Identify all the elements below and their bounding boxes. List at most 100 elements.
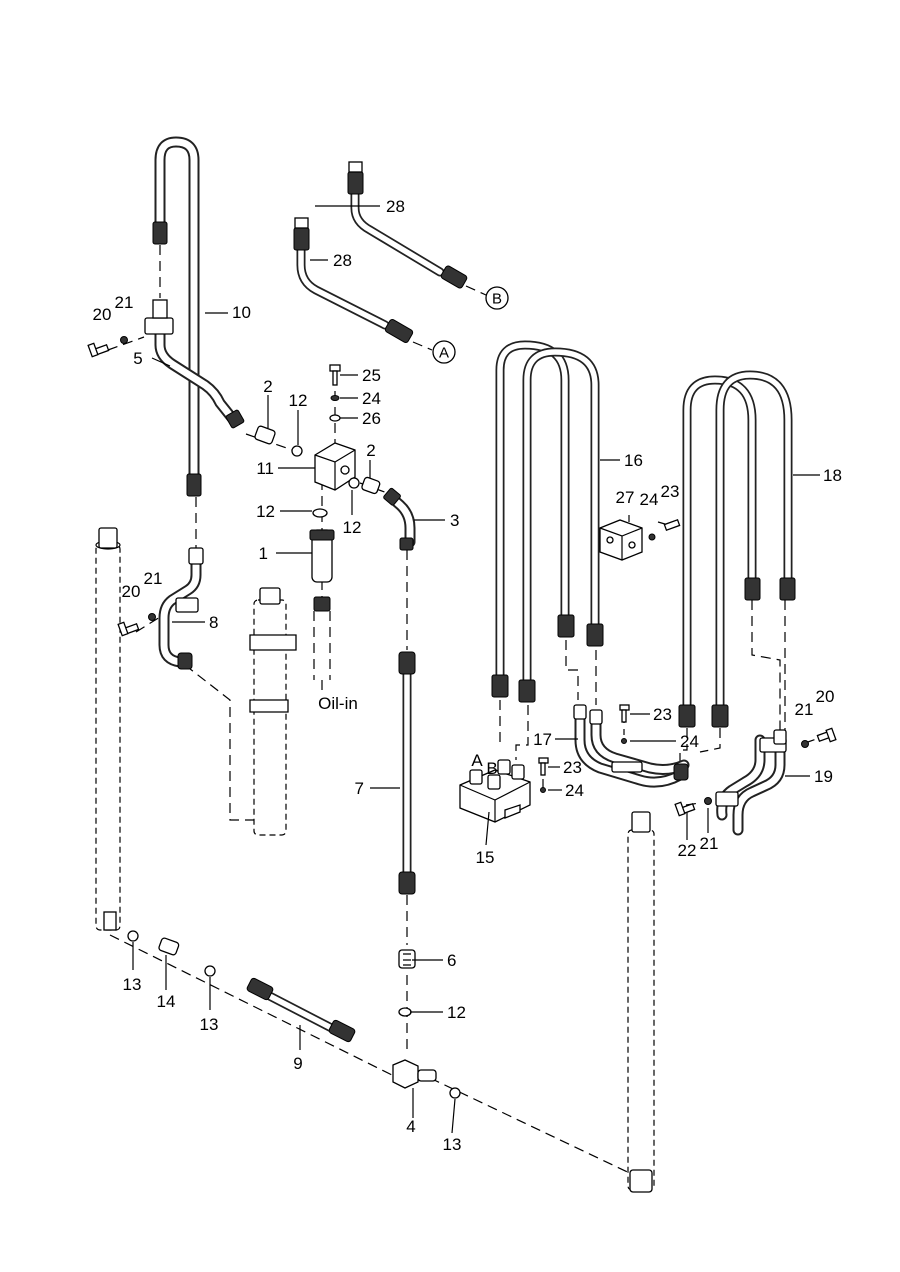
svg-text:B: B [492, 291, 502, 308]
label-24a: 24 [362, 389, 381, 408]
label-4: 4 [406, 1117, 415, 1136]
label-8: 8 [209, 613, 218, 632]
washer-24-clamp [648, 533, 656, 541]
bolt-23-clamp [663, 518, 681, 532]
bolt-20-right [816, 727, 837, 743]
label-17: 17 [533, 730, 552, 749]
label-21b: 21 [144, 569, 163, 588]
label-2b: 2 [366, 441, 375, 460]
label-20c: 20 [816, 687, 835, 706]
seal-13-left [127, 930, 139, 942]
fitting-6 [398, 949, 416, 969]
svg-text:A: A [439, 345, 449, 362]
port-label-a: A [471, 751, 483, 770]
part-labels: 1 2 2 3 4 5 6 7 8 9 10 11 12 12 12 12 13… [93, 197, 842, 1154]
label-13b: 13 [200, 1015, 219, 1034]
label-14: 14 [157, 992, 176, 1011]
right-cylinder [627, 811, 655, 1193]
seal-12-a [291, 445, 303, 457]
fitting-14 [158, 937, 180, 956]
fitting-2-left [254, 425, 276, 445]
left-cylinder [95, 527, 121, 931]
label-24b: 24 [640, 490, 659, 509]
label-24d: 24 [565, 781, 584, 800]
washer-21-mid [148, 613, 156, 621]
bolt-20-upper [87, 342, 110, 358]
seal-12-b [348, 477, 360, 489]
hose-28-lower [293, 217, 414, 343]
label-12c: 12 [343, 518, 362, 537]
block-11 [314, 442, 356, 491]
label-15: 15 [476, 848, 495, 867]
washer-21-right [801, 740, 809, 748]
pipe-assembly-19 [715, 729, 787, 836]
label-26: 26 [362, 409, 381, 428]
label-12a: 12 [289, 391, 308, 410]
label-23c: 23 [563, 758, 582, 777]
fitting-2-right [361, 476, 381, 495]
label-6: 6 [447, 951, 456, 970]
label-1: 1 [259, 544, 268, 563]
hose-28-upper [347, 161, 468, 289]
hose-7 [398, 651, 416, 895]
washer-24-pipe [621, 738, 627, 744]
label-7: 7 [355, 779, 364, 798]
label-5: 5 [133, 349, 142, 368]
label-23b: 23 [653, 705, 672, 724]
label-16: 16 [624, 451, 643, 470]
port-label-b: B [486, 759, 497, 778]
label-24c: 24 [680, 732, 699, 751]
label-3: 3 [450, 511, 459, 530]
washer-24-top [330, 395, 340, 401]
label-21a: 21 [115, 293, 134, 312]
bolt-23-pipe [619, 704, 630, 723]
label-13c: 13 [443, 1135, 462, 1154]
oil-in-label: Oil-in [318, 694, 358, 713]
label-10: 10 [232, 303, 251, 322]
label-27: 27 [616, 488, 635, 507]
label-18: 18 [823, 466, 842, 485]
label-20b: 20 [122, 582, 141, 601]
label-21d: 21 [700, 834, 719, 853]
center-cylinder [249, 587, 297, 836]
label-28a: 28 [386, 197, 405, 216]
label-20a: 20 [93, 305, 112, 324]
hoses-18 [678, 370, 796, 728]
label-28b: 28 [333, 251, 352, 270]
label-12b: 12 [256, 502, 275, 521]
washer-21-lower [704, 797, 712, 805]
pipe-3 [383, 487, 416, 551]
seal-13-mid [204, 965, 216, 977]
washer-21-upper [120, 336, 128, 344]
label-2a: 2 [263, 377, 272, 396]
leader-lines [132, 205, 820, 1134]
pipe-5 [144, 299, 245, 429]
clamp-27 [599, 519, 643, 561]
label-13a: 13 [123, 975, 142, 994]
seal-12-c [312, 508, 328, 518]
hoses-16 [491, 340, 604, 703]
bolt-22 [674, 801, 696, 817]
label-23a: 23 [661, 482, 680, 501]
bolt-23-block [538, 757, 549, 776]
valve-block-15 [459, 759, 531, 823]
pipe-assembly-17 [573, 704, 690, 788]
label-12d: 12 [447, 1003, 466, 1022]
filter-1 [309, 529, 335, 680]
label-19: 19 [814, 767, 833, 786]
hose-9 [246, 977, 356, 1043]
seal-12-d [398, 1007, 412, 1017]
bolt-25 [329, 364, 341, 386]
label-25: 25 [362, 366, 381, 385]
hose-10 [152, 136, 202, 497]
label-22: 22 [678, 841, 697, 860]
label-9: 9 [293, 1054, 302, 1073]
washer-26 [329, 414, 341, 422]
callout-b: B [485, 286, 509, 310]
bolt-20-mid [117, 621, 140, 637]
label-11: 11 [256, 459, 274, 478]
washer-24-block [540, 787, 546, 793]
callout-a: A [432, 340, 456, 364]
seal-13-right [449, 1087, 461, 1099]
